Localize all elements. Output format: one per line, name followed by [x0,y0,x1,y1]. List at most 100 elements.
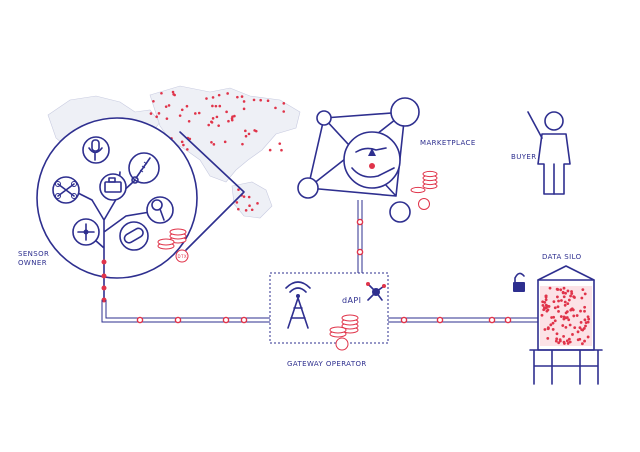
silo-speck [561,291,565,295]
silo-speck [562,286,566,290]
map-speck [194,112,197,115]
silo-speck [572,314,576,318]
map-speck [278,142,282,145]
map-speck [235,201,239,204]
silo-speck [576,338,580,342]
dtx-coin-stack-owner: DTX [157,228,189,263]
map-speck [182,143,185,147]
silo-speck [573,296,576,299]
map-speck [236,95,239,99]
silo-speck [563,303,567,307]
pipe-node [174,316,182,324]
silo-speck [568,323,572,327]
map-speck [171,90,175,94]
map-speck [282,110,286,113]
map-speck [252,98,256,102]
map-speck [244,209,248,212]
silo-speck [567,337,571,341]
drone-icon [52,176,80,204]
silo-speck [581,328,585,332]
silo-speck [578,326,582,330]
hand-coin-icon [343,131,401,189]
map-speck [165,117,169,120]
silo-speck [548,286,552,290]
silo-speck [583,309,586,313]
silo-speck [546,304,549,308]
silo-speck [552,300,556,304]
silo-speck [566,302,570,306]
pipe-node [488,316,496,324]
map-speck [248,204,251,208]
silo-speck [566,342,570,345]
map-speck [211,117,215,120]
silo-data-specks [540,286,591,346]
map-speck [241,142,244,146]
silo-speck [570,292,574,295]
silo-speck [553,319,557,323]
map-speck [180,140,184,144]
silo-speck [570,307,574,311]
silo-speck [553,306,557,310]
sensor-data-specks [149,90,286,212]
map-speck [282,102,286,105]
pipe-node [222,316,230,324]
padlock-icon [513,272,525,292]
map-speck [180,108,184,112]
antenna-tower-icon [285,281,311,329]
map-speck [210,141,213,144]
silo-speck [573,326,577,330]
map-speck [223,140,227,144]
sensor-owner-label-1: SENSOR [18,250,49,258]
silo-speck [566,289,570,293]
dtx-token-label: DTX [178,254,187,259]
map-speck [237,207,240,211]
marketplace-network [297,97,438,223]
map-speck [197,111,201,115]
silo-speck [564,325,568,329]
silo-speck [543,300,547,304]
silo-speck [583,339,586,343]
silo-speck [570,290,573,293]
map-speck [226,92,229,95]
silo-speck [571,333,574,336]
silo-speck [559,315,563,318]
map-speck [207,123,210,127]
silo-speck [546,336,550,340]
map-speck [186,148,189,151]
pipe-node [436,316,444,324]
map-speck [250,208,254,212]
silo-speck [556,295,559,299]
map-speck [244,129,247,133]
map-speck [205,97,208,100]
silo-speck [558,338,562,342]
silo-speck [579,309,582,313]
silo-speck [562,295,566,299]
silo-speck [575,314,579,317]
map-speck [244,134,248,138]
silo-speck [579,320,583,324]
silo-speck [567,298,571,302]
silo-speck [563,300,567,304]
silo-speck [584,324,587,328]
pipe-node [356,248,364,256]
map-speck [266,99,270,103]
pipe-node [240,316,248,324]
map-speck [242,100,246,103]
silo-speck [561,324,565,327]
silo-speck [556,288,560,291]
silo-speck [564,291,567,295]
silo-speck [559,288,563,292]
marketplace-label: MARKETPLACE [420,139,476,147]
silo-speck [562,334,565,338]
silo-speck [556,305,560,309]
silo-speck [586,335,590,339]
map-speck [157,112,161,115]
silo-speck [563,342,566,345]
silo-speck [551,321,555,325]
map-speck [256,202,259,205]
map-speck [215,115,219,119]
silo-speck [567,318,571,322]
silo-speck [557,341,561,345]
buyer-figure [527,111,571,195]
camera-icon [99,173,127,201]
